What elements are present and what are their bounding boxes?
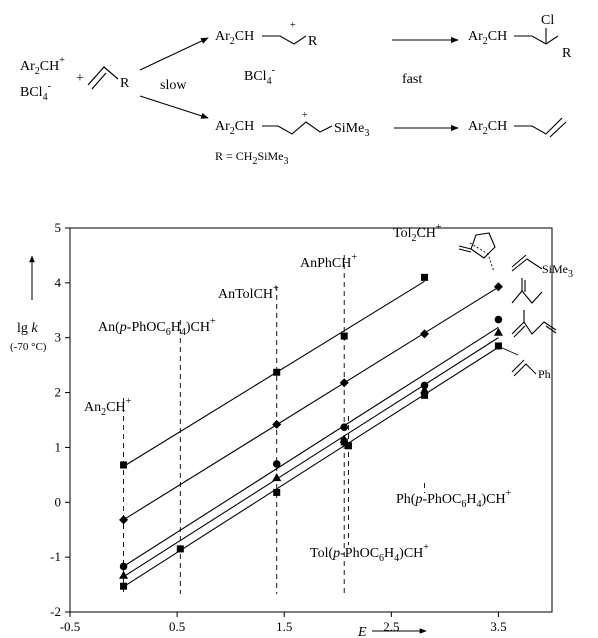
alkene-double-bond [91,72,107,90]
lower-product-chain [514,117,563,135]
data-point-s2-4 [494,315,503,324]
upper-intermediate-charge: + [290,20,296,31]
y-axis-condition: (-70 °C) [10,341,47,353]
scheme-arrow-upper [139,37,209,71]
data-point-s3-3 [420,385,430,394]
scheme-fast-label: fast [402,72,422,87]
fit-line-3 [123,337,499,578]
data-point-s3-4 [493,327,503,336]
data-point-s4-5 [421,391,429,399]
scheme-reactant-anion: BCl4- [20,81,51,103]
y-tick-label-5: 3 [55,330,62,345]
label-ph-phoc6h4-ch: Ph(p-PhOC6H4)CH+ [396,488,512,510]
label-an2ch: An2CH+ [84,396,132,418]
x-axis-title: E [357,625,367,638]
data-point-s1-0 [119,515,129,525]
reaction-scheme: Ar2CH+ BCl4- + R slow Ar2CH + R BCl4- fa… [20,13,572,167]
diene-structure [511,310,557,338]
upper-product-cl: Cl [541,13,554,28]
x-tick-label-2: 1.5 [276,619,292,634]
data-point-s0-2 [340,332,348,340]
lower-product: Ar2CH [468,119,507,137]
nucleophile-structures: SiMe3 Ph [499,254,573,381]
y-axis-title: lg k [17,321,38,336]
data-point-s2-2 [340,423,349,431]
alkene-structure [87,66,119,86]
data-point-s0-1 [273,368,281,376]
r-definition: R = CH2SiMe3 [215,149,288,167]
tol2ch-connector [469,242,495,273]
scheme-slow-label: slow [160,78,187,93]
lower-intermediate-charge: + [302,110,308,121]
data-point-s3-0 [119,570,129,579]
y-tick-label-7: 5 [55,220,62,235]
data-point-s4-6 [494,342,502,350]
label-an-phoc6h4-ch: An(p-PhOC6H4)CH+ [98,316,216,338]
data-point-s4-1 [176,545,184,553]
allylsilane-simes: SiMe3 [542,262,573,280]
methylbutene-structure [511,278,543,304]
data-point-s2-1 [272,460,281,468]
lower-intermediate: Ar2CH [215,119,254,137]
allylbenzene-structure: Ph [499,346,551,381]
data-point-s2-0 [119,562,128,571]
y-tick-label-6: 4 [55,275,62,290]
upper-product-r: R [562,46,572,61]
fit-line-4 [123,346,499,588]
label-anphch: AnPhCH+ [300,252,357,271]
plot-area: -0.5 0.5 1.5 2.5 3.5 -2 -1 0 1 2 3 4 5 lg k (-70 °C)… [10,220,573,638]
scheme-plus: + [76,71,84,86]
label-tol-phoc6h4-ch: Tol(p-PhOC6H4)CH+ [310,542,429,564]
data-point-s4-2 [273,488,281,496]
scheme-arrow-lower [139,95,209,119]
y-tick-label-4: 2 [55,385,62,400]
y-tick-label-3: 1 [55,439,62,454]
data-point-s1-1 [272,419,282,429]
lower-intermediate-chain [262,121,333,135]
lower-product-double-bond [549,121,567,138]
label-antolch: AnTolCH+ [218,283,279,302]
x-tick-label-3: 2.5 [383,619,399,634]
label-tol2ch: Tol2CH+ [393,222,442,244]
data-point-s0-3 [421,273,429,281]
x-tick-label-4: 3.5 [490,619,506,634]
upper-product-chain [514,35,559,45]
data-point-s1-3 [420,329,430,339]
upper-product: Ar2CH [468,29,507,47]
data-point-s1-4 [493,282,503,292]
allylsilane-structure [511,258,543,272]
y-tick-label-1: -1 [50,549,61,564]
data-point-s4-0 [120,582,128,590]
data-point-s0-0 [120,461,128,469]
upper-intermediate-r: R [308,34,318,49]
lower-intermediate-simes: SiMe3 [334,121,369,139]
x-tick-label-1: 0.5 [169,619,185,634]
data-point-s1-2 [339,378,349,388]
plot-frame [69,227,553,613]
allylbenzene-ph: Ph [538,367,551,381]
upper-intermediate-chain [262,35,307,45]
fit-line-2 [123,326,499,567]
upper-intermediate: Ar2CH [215,29,254,47]
scheme-reactant-cation: Ar2CH+ [20,55,65,77]
data-point-s4-3 [340,438,348,446]
x-tick-label-0: -0.5 [60,619,81,634]
y-tick-label-2: 0 [55,494,62,509]
data-point-s4-4 [344,442,352,450]
alkene-substituent: R [120,76,130,91]
electrophile-labels: An2CH+ An(p-PhOC6H4)CH+ AnTolCH+ AnPhCH+… [84,222,512,564]
fit-line-1 [123,286,499,521]
cyclopentene-structure [458,232,496,259]
y-tick-label-0: -2 [50,604,61,619]
upper-intermediate-anion: BCl4- [244,65,275,87]
data-point-s3-1 [272,473,282,482]
